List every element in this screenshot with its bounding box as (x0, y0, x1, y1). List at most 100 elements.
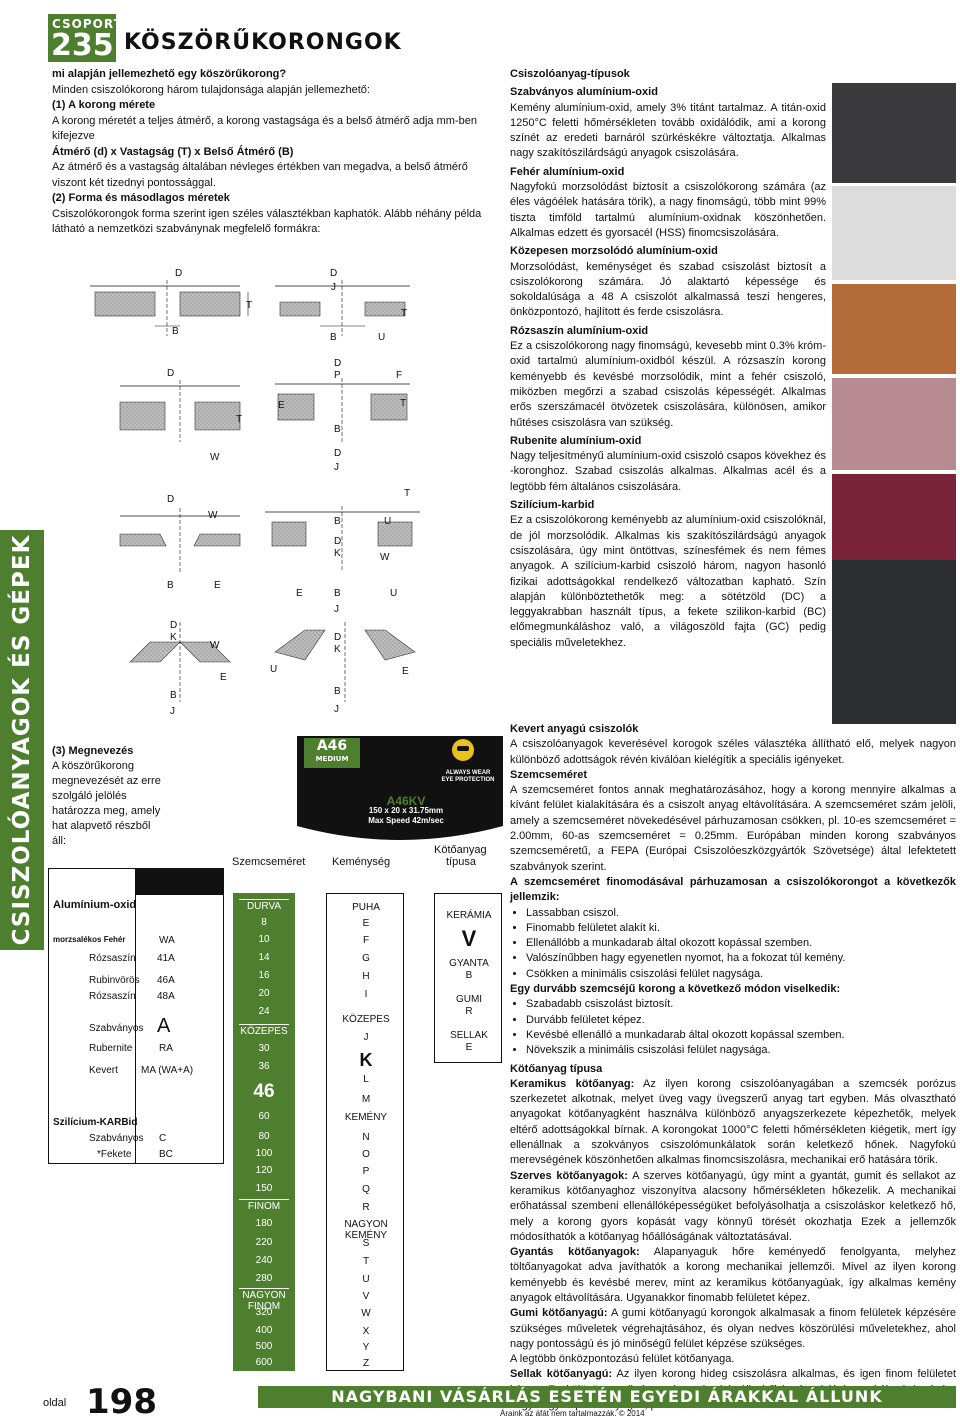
grit-divider (239, 1199, 289, 1200)
grit-divider (239, 1288, 289, 1289)
bond-paragraph: Keramikus kötőanyag: Az ilyen korong csi… (510, 1077, 956, 1169)
shape-taper-cup (274, 622, 416, 702)
grit-value: 46 (253, 1081, 275, 1102)
naming-title: (3) Megnevezés (52, 745, 134, 757)
hardness-value: O (362, 1149, 370, 1160)
page-label: oldal (43, 1397, 67, 1409)
type-heading: Rózsaszín alumínium-oxid (510, 324, 649, 337)
dim-label-t5: T (404, 488, 411, 499)
grit-value: 14 (258, 952, 270, 963)
grit-value: 100 (255, 1148, 273, 1159)
table-row-right: WA (159, 935, 175, 946)
grit-value: 240 (255, 1255, 273, 1266)
bond-term: Keramikus kötőanyag: (510, 1077, 635, 1090)
grit-value: 20 (258, 988, 270, 999)
list-item: Szabadabb csiszolást biztosít. (526, 997, 956, 1012)
table-row-left: Szabványos (89, 1023, 144, 1034)
dim-label-b4: B (334, 424, 341, 435)
dim-label-t4: T (400, 398, 407, 409)
grit-value: 8 (261, 917, 267, 928)
hardness-value: R (362, 1202, 370, 1213)
dim-label-d5: D (334, 448, 342, 459)
grit-divider (239, 899, 289, 900)
table-row-left: Rubernite (89, 1043, 133, 1054)
table-row-left: Kevert (89, 1065, 118, 1076)
hardness-value: Q (362, 1184, 370, 1195)
grit-category: KÖZEPES (240, 1026, 288, 1037)
dim-label-k8: K (170, 632, 177, 643)
hardness-value: L (363, 1074, 369, 1085)
table-alu-head: Alumínium-oxid (53, 899, 137, 911)
bond-paragraph: Szerves kötőanyagok: A szerves kötőanyag… (510, 1169, 956, 1245)
section-text: A szemcseméret fontos annak meghatározás… (510, 784, 956, 873)
shape-cup-wheel (275, 280, 410, 336)
grit-column-head: Szemcseméret (232, 856, 306, 868)
hardness-value: H (362, 971, 370, 982)
intro-p2a: A korong méretét a teljes átmérő, a koro… (52, 114, 477, 127)
dim-label-j8: J (170, 706, 175, 717)
label-grade-word: MEDIUM (315, 755, 349, 763)
dim-label-e7: E (296, 588, 303, 599)
dim-label-e9: E (402, 666, 409, 677)
dim-label-d8: D (170, 620, 178, 631)
list-item: Ellenállóbb a munkadarab által okozott k… (526, 936, 956, 951)
side-band-text: CSISZOLÓANYAGOK ÉS GÉPEK (9, 534, 35, 946)
bond-paragraph: Gyantás kötőanyagok: Alapanyaguk hőre ke… (510, 1245, 956, 1306)
grit-value: 30 (258, 1043, 270, 1054)
table-row-right: A (157, 1015, 171, 1037)
abrasive-code-table: Alumínium-oxid morzsalékos Fehér WA Rózs… (48, 868, 224, 1164)
bond-text: A gumi kötőanyagú korongok alkalmasak a … (510, 1307, 957, 1350)
dim-label-t3: T (236, 414, 243, 425)
type-description: Ez a csiszolókorong keményebb az alumíni… (510, 514, 826, 649)
abrasive-types-section: Csiszolóanyag-típusok Szabványos alumíni… (510, 67, 826, 651)
dim-label-d3: D (167, 368, 175, 379)
dim-label-b6: B (167, 580, 174, 591)
label-warning: ALWAYS WEAR EYE PROTECTION (436, 770, 500, 784)
dim-label-e8: E (220, 672, 227, 683)
bond-code: E (465, 1042, 473, 1053)
hardness-value: G (362, 953, 370, 964)
hardness-value: X (362, 1326, 370, 1337)
hardness-value: K (359, 1050, 373, 1070)
intro-section: mi alapján jellemezhető egy köszörűkoron… (52, 67, 492, 238)
type-heading: Közepesen morzsolódó alumínium-oxid (510, 245, 718, 258)
dim-label-b5: B (334, 516, 341, 527)
shape-recessed-wheel (119, 380, 241, 442)
swatch-semi-friable-alumina (832, 284, 956, 374)
hardness-column-head: Keménység (332, 856, 391, 868)
swatch-rubenite-alumina (832, 474, 956, 560)
grit-value: 36 (258, 1061, 270, 1072)
finer-grit-list: Lassabban csiszol. Finomabb felületet al… (526, 906, 956, 982)
hardness-category: KÖZEPES (342, 1014, 390, 1025)
type-heading: Fehér alumínium-oxid (510, 165, 625, 178)
swatch-pink-alumina (832, 378, 956, 470)
grit-and-bond-section: Kevert anyagú csiszolók A csiszolóanyago… (510, 722, 956, 1413)
hardness-category: KEMÉNY (344, 1112, 388, 1123)
label-warning-1: ALWAYS WEAR (445, 770, 491, 776)
naming-section: (3) Megnevezés A köszörűkorong megnevezé… (52, 744, 167, 849)
dim-label-e6: E (214, 580, 221, 591)
section-text: A csiszolóanyagok keverésével korogok sz… (510, 738, 956, 766)
table-row-right: 41A (157, 953, 175, 964)
intro-heading-size: (1) A korong mérete (52, 99, 156, 111)
section-heading: Szemcseméret (510, 768, 588, 781)
shape-straight-wheel (90, 280, 249, 336)
table-row-left: Rózsaszín (89, 991, 136, 1002)
page-number: 198 (86, 1382, 157, 1417)
bond-text: A legtöbb önközpontozású felület kötőany… (510, 1353, 735, 1366)
dim-label-d: D (175, 268, 183, 279)
table-row-left: Rubinvörös (89, 975, 140, 986)
grit-category: NAGYON FINOM (242, 1290, 286, 1312)
type-description: Nagy teljesítményű alumínium-oxid csiszo… (510, 450, 826, 493)
dim-label-j9: J (334, 704, 339, 715)
label-size: 150 x 20 x 31.75mm (368, 806, 444, 815)
hardness-value: S (362, 1238, 370, 1249)
bond-text: A szerves kötőanyagú, úgy mint a gyantát… (510, 1169, 956, 1243)
hardness-value: Y (362, 1342, 370, 1353)
hardness-value: E (362, 918, 370, 929)
dim-label-b2: B (330, 332, 337, 343)
list-item: Lassabban csiszol. (526, 906, 956, 921)
dim-label-k9: K (334, 644, 341, 655)
hardness-value: I (364, 989, 368, 1000)
